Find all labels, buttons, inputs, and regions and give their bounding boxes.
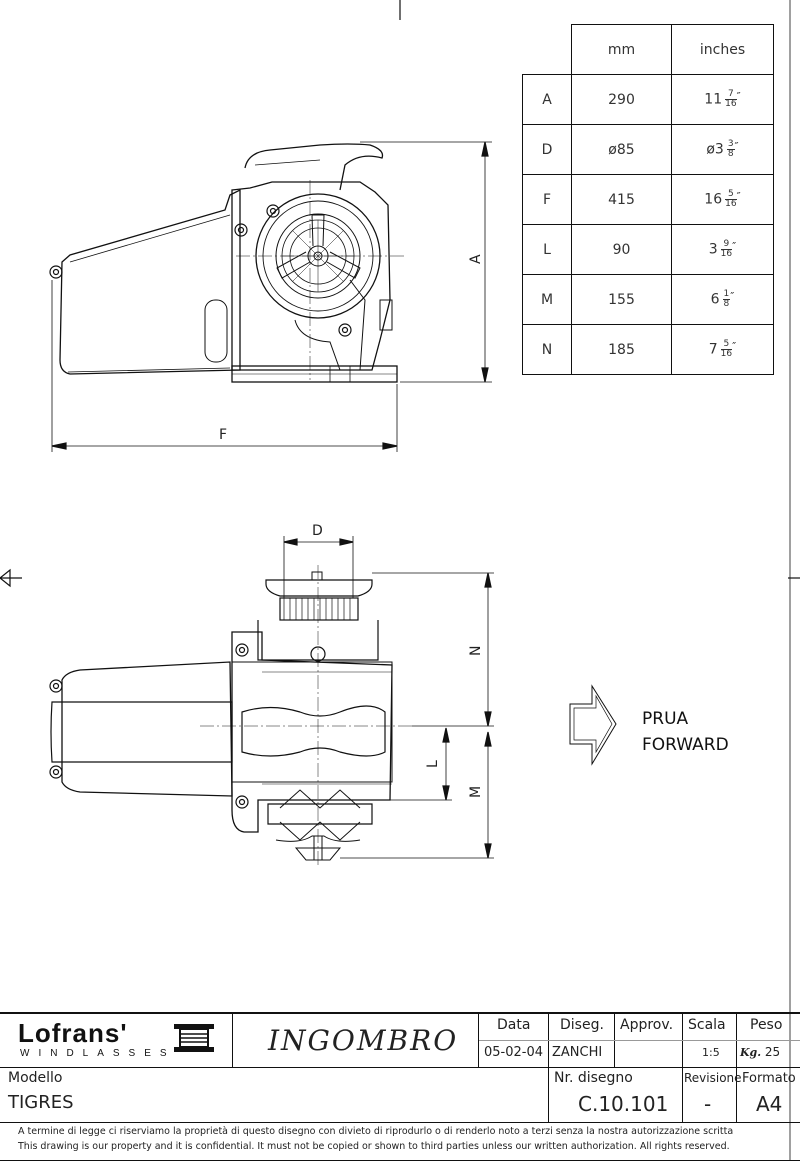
fraction-numerator: 9 [720,240,733,250]
inch-whole: 11 [704,91,723,108]
inch-whole: ø3 [706,141,724,158]
dimension-key: D [522,124,572,175]
dimension-mm: ø85 [571,124,672,175]
fraction-denominator: 16 [725,199,737,209]
peso-label: Peso [750,1017,783,1033]
nr-disegno-label: Nr. disegno [554,1070,633,1086]
diseg-label: Diseg. [560,1017,604,1033]
table-header-inches: inches [671,24,774,75]
table-header-row: mm inches [522,24,774,75]
title-block: Lofrans' WINDLASSES INGOMBRO Data 05-02-… [0,1012,800,1161]
brand-logo: Lofrans' [18,1018,128,1048]
inch-whole: 7 [708,341,718,358]
dimension-mm: 415 [571,174,672,225]
legal-notice-english: This drawing is our property and it is c… [18,1141,730,1152]
dim-d-label: D [312,523,323,539]
inch-mark: ″ [736,190,741,203]
dimension-key: L [522,224,572,275]
fraction-denominator: 16 [720,349,733,359]
drawing-title: INGOMBRO [268,1024,459,1057]
side-view [49,141,492,452]
revisione-label: Revisione [684,1071,742,1085]
fraction-numerator: 3 [726,139,735,150]
inch-mark: ″ [736,90,741,103]
dim-a-label: A [468,254,484,264]
dim-l-label: L [425,760,441,768]
inch-whole: 16 [704,191,723,208]
peso-value: 25 [764,1045,781,1059]
dimension-key: A [522,74,572,125]
fraction-numerator: 5 [720,340,733,350]
dimension-mm: 155 [571,274,672,325]
fraction-denominator: 8 [723,299,730,309]
dimension-mm: 290 [571,74,672,125]
windlass-logo-icon [172,1022,216,1052]
legal-notice-italian: A termine di legge ci riserviamo la prop… [18,1126,734,1137]
dimension-key: M [522,274,572,325]
inch-mark: ″ [730,290,735,303]
data-value: 05-02-04 [484,1045,544,1060]
fraction-denominator: 16 [725,99,737,109]
dimension-mm: 90 [571,224,672,275]
diseg-value: ZANCHI [552,1045,603,1060]
top-view [49,536,617,868]
inch-whole: 6 [710,291,720,308]
modello-label: Modello [8,1070,63,1086]
approv-label: Approv. [620,1017,674,1033]
peso-unit: Kg. [740,1046,762,1059]
fraction-denominator: 16 [720,249,733,259]
inch-mark: ″ [732,340,737,353]
fraction-numerator: 5 [725,190,737,200]
inch-mark: ″ [732,240,737,253]
formato-value: A4 [756,1092,783,1116]
peso-field: Kg. 25 [740,1045,780,1059]
dimension-key: F [522,174,572,225]
nr-disegno-value: C.10.101 [578,1092,669,1116]
direction-prua: PRUA [642,709,689,729]
table-header-mm: mm [571,24,672,75]
modello-value: TIGRES [8,1092,74,1113]
revisione-value: - [704,1092,712,1116]
data-label: Data [497,1017,531,1033]
brand-sub: WINDLASSES [20,1048,176,1059]
dim-m-label: M [468,786,484,798]
dim-f-label: F [219,427,227,443]
dim-n-label: N [468,646,484,656]
fraction-numerator: 1 [722,289,731,300]
dimension-key: N [522,324,572,375]
inch-mark: ″ [734,140,739,153]
scala-label: Scala [688,1017,726,1033]
table-header-blank [522,24,572,75]
formato-label: Formato [742,1071,796,1086]
scala-value: 1:5 [702,1046,720,1059]
inch-whole: 3 [708,241,718,258]
fraction-numerator: 7 [725,90,737,100]
direction-forward: FORWARD [642,735,729,755]
fraction-denominator: 8 [727,149,734,159]
dimension-mm: 185 [571,324,672,375]
